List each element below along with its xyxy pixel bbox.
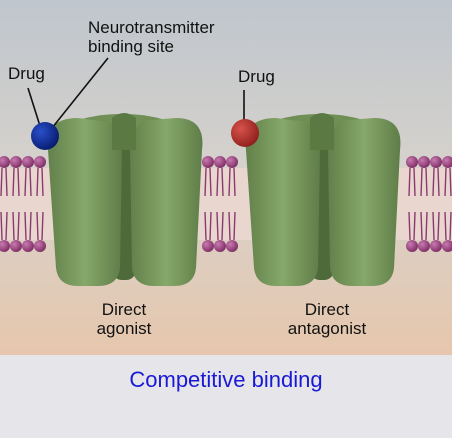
lipid-head bbox=[202, 240, 214, 252]
binding-site-label-line1: Neurotransmitter bbox=[88, 18, 215, 37]
antagonist-drug-molecule bbox=[231, 119, 259, 147]
receptor-diagram: Neurotransmitter binding site Drug Drug … bbox=[0, 0, 452, 355]
lipid-head bbox=[430, 156, 442, 168]
lipid-head bbox=[0, 156, 10, 168]
binding-site-pointer bbox=[51, 57, 109, 129]
lipid-head bbox=[442, 156, 452, 168]
direct-antagonist-label-line2: antagonist bbox=[287, 319, 367, 338]
agonist-drug-molecule bbox=[31, 122, 59, 150]
lipid-head bbox=[10, 240, 22, 252]
lipid-head bbox=[226, 156, 238, 168]
lipid-head bbox=[34, 240, 46, 252]
receptor-left bbox=[47, 113, 203, 286]
lipid-head bbox=[406, 240, 418, 252]
direct-agonist-label-line2: agonist bbox=[96, 319, 152, 338]
lipid-head bbox=[430, 240, 442, 252]
direct-antagonist-label: Direct antagonist bbox=[270, 300, 384, 338]
lipid-head bbox=[214, 240, 226, 252]
direct-antagonist-label-line1: Direct bbox=[304, 300, 350, 319]
lipid-head bbox=[442, 240, 452, 252]
lipid-head bbox=[406, 156, 418, 168]
drug-left-label: Drug bbox=[8, 64, 45, 83]
drug-right-label: Drug bbox=[238, 67, 275, 86]
lipid-head bbox=[22, 240, 34, 252]
binding-site-label: Neurotransmitter binding site bbox=[88, 18, 215, 56]
binding-site-label-line2: binding site bbox=[88, 37, 175, 56]
receptor-right bbox=[245, 113, 401, 286]
lipid-head bbox=[418, 240, 430, 252]
direct-agonist-label-line1: Direct bbox=[101, 300, 147, 319]
direct-agonist-label: Direct agonist bbox=[92, 300, 156, 338]
lipid-head bbox=[214, 156, 226, 168]
lipid-head bbox=[0, 240, 10, 252]
lipid-head bbox=[226, 240, 238, 252]
caption: Competitive binding bbox=[129, 367, 323, 392]
lipid-head bbox=[34, 156, 46, 168]
lipid-head bbox=[202, 156, 214, 168]
lipid-head bbox=[10, 156, 22, 168]
diagram-artwork bbox=[0, 0, 452, 355]
lipid-head bbox=[418, 156, 430, 168]
drug-left-pointer bbox=[27, 87, 41, 127]
lipid-head bbox=[22, 156, 34, 168]
